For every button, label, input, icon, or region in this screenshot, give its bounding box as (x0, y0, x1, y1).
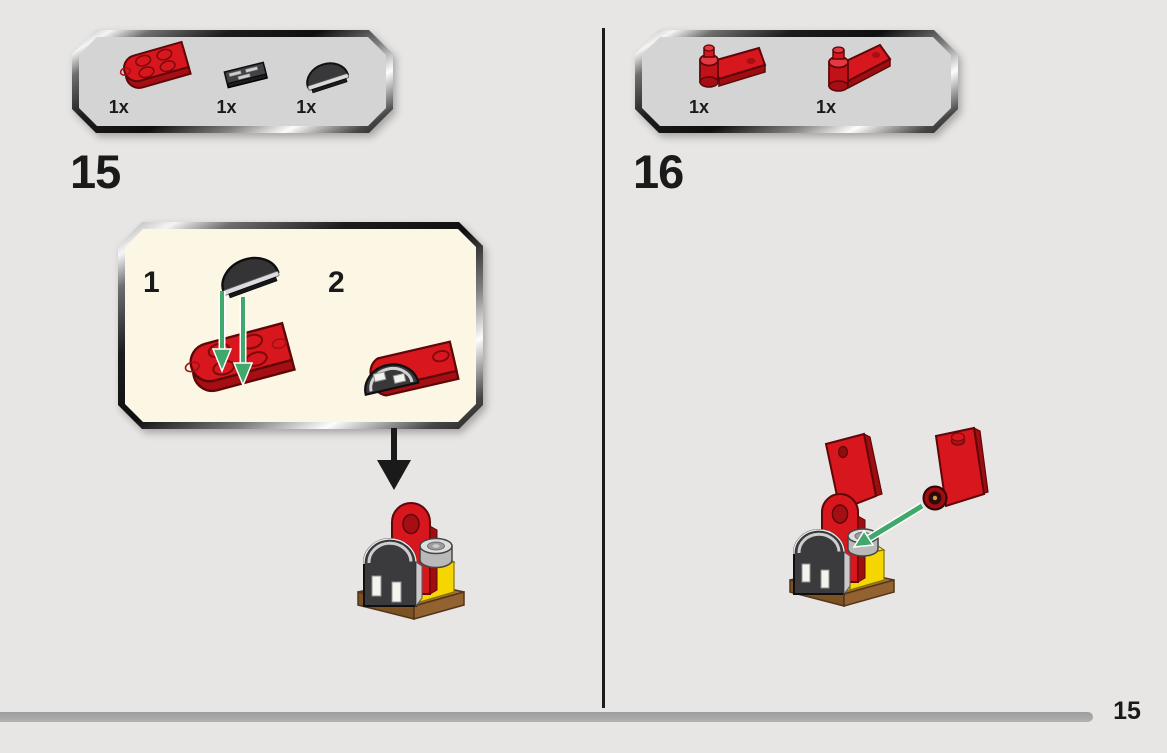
part-dome-tile: 1x (296, 51, 356, 116)
grille-tile-icon (217, 55, 275, 97)
column-divider (602, 28, 605, 708)
progress-bar (0, 712, 1093, 722)
part-red-hinge-panel-right: 1x (816, 35, 904, 116)
substep-2-label: 2 (328, 266, 345, 299)
curved-dome-tile-icon (216, 250, 281, 299)
part-count: 1x (216, 97, 237, 117)
red-hinge-panel-right-icon (816, 35, 904, 97)
substep-1-diagram (165, 235, 315, 417)
parts-list: 1x 1x (642, 37, 951, 126)
parts-box-step-15: 1x 1x (72, 30, 393, 133)
green-arrow-down (213, 291, 231, 371)
gray-round-plate (419, 537, 453, 569)
substep-callout-box: 1 2 (118, 222, 483, 429)
dome-grille-subassembly (792, 528, 851, 596)
step-16-number: 16 (633, 145, 684, 198)
curved-dome-tile-icon (296, 51, 356, 97)
parts-list: 1x 1x (79, 37, 386, 126)
black-arrow-down (377, 428, 411, 490)
green-arrow-attach (852, 502, 925, 548)
part-count: 1x (108, 97, 129, 117)
substep-2-diagram (343, 325, 468, 417)
green-arrow-down (234, 297, 252, 385)
red-hinge-panel-left-icon (689, 35, 777, 97)
part-count: 1x (689, 97, 710, 117)
part-red-hinge-panel-left: 1x (689, 35, 777, 116)
part-count: 1x (816, 97, 837, 117)
part-grille-tile: 1x (217, 55, 275, 116)
page-number: 15 (1113, 697, 1141, 725)
red-hinge-panel-floating (922, 426, 989, 511)
step-16-assembly (789, 426, 989, 607)
substep-1-label: 1 (143, 266, 160, 299)
step-15-assembly (357, 502, 465, 620)
step-15-number: 15 (70, 145, 121, 198)
red-hinge-panel-attached (824, 432, 883, 512)
red-plate-2x3-icon (181, 323, 295, 397)
part-red-plate: 1x (109, 35, 195, 116)
dome-grille-subassembly (362, 538, 423, 608)
red-plate-2x3-icon (109, 35, 195, 97)
parts-box-step-16: 1x 1x (635, 30, 958, 133)
dome-grille-subassembly (360, 359, 418, 395)
part-count: 1x (296, 97, 317, 117)
